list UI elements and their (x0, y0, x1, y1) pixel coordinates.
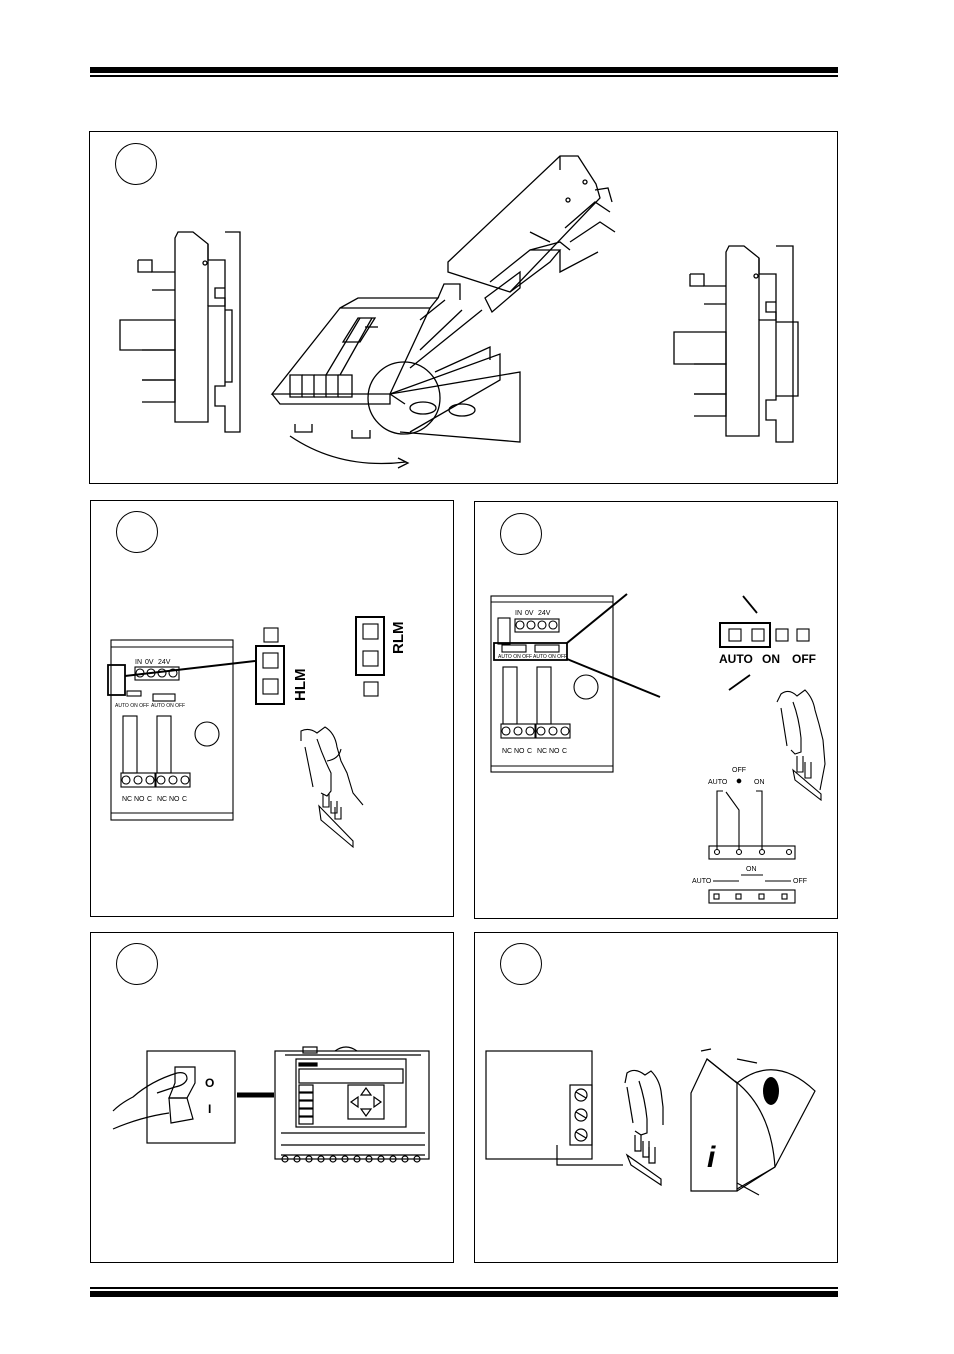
header-rule-thick (90, 67, 838, 73)
schematic-auto-label: AUTO (708, 779, 728, 786)
schematic-off-label: OFF (732, 767, 746, 774)
board-switch-caption: AUTO ON OFF (151, 703, 185, 709)
board-24v-label: 24V (538, 610, 551, 617)
schematic-off-label-bottom: OFF (793, 878, 807, 885)
footer-rule-thick (90, 1291, 838, 1297)
jumper-illustration: IN 0V 24V AUTO ON OFF AUTO ON OFF NC NO … (107, 616, 407, 849)
manual-illustration: i (485, 1048, 816, 1196)
off-label: OFF (792, 652, 816, 666)
board-switch-caption: AUTO ON OFF (115, 703, 149, 709)
switch-on-mark: I (208, 1102, 211, 1116)
contact-nc: NC (537, 748, 547, 755)
terminal-box (485, 1050, 593, 1160)
panel-auto-on-off: IN 0V 24V AUTO ON OFF AUTO ON OFF NC NO … (474, 501, 838, 919)
wall-switch (146, 1050, 236, 1144)
din-rail-illustration (119, 155, 799, 469)
contact-c: C (147, 796, 152, 803)
manual-eye-icon (690, 1048, 816, 1196)
hlm-label: HLM (292, 669, 309, 702)
schematic-on-label-bottom: ON (746, 866, 757, 873)
module-side-view-left (119, 231, 241, 433)
rail-perspective (270, 283, 521, 469)
board-24v-label: 24V (158, 659, 171, 666)
hand-jumper-icon (624, 1069, 664, 1187)
schematic-auto-label-bottom: AUTO (692, 878, 712, 885)
auto-on-frame (719, 622, 771, 648)
contact-c: C (182, 796, 187, 803)
contact-no: NO (134, 796, 145, 803)
panel-din-rail-mounting (89, 131, 838, 484)
info-icon: i (707, 1141, 716, 1174)
module-side-view-right (673, 245, 799, 443)
panel-power-on: O I (90, 932, 454, 1263)
board-switch-caption: AUTO ON OFF (533, 654, 567, 660)
contact-nc: NC (122, 796, 132, 803)
board-switch-caption: AUTO ON OFF (498, 654, 532, 660)
board-in-label: IN (135, 659, 142, 666)
header-rule-thin (90, 75, 838, 77)
auto-label: AUTO (719, 652, 753, 666)
contact-nc: NC (157, 796, 167, 803)
footer-rule-thin (90, 1287, 838, 1289)
switch-off-mark: O (205, 1076, 214, 1090)
controller-unit (274, 1046, 430, 1163)
relay-board (490, 595, 614, 773)
step-circle (500, 943, 542, 985)
hand-jumper-icon (300, 726, 364, 849)
step-circle (115, 143, 157, 185)
contact-no: NO (549, 748, 560, 755)
board-0v-label: 0V (145, 659, 154, 666)
step-circle (116, 943, 158, 985)
contact-c: C (527, 748, 532, 755)
module-tilting (447, 155, 616, 314)
panel-read-manual: i (474, 932, 838, 1263)
contact-c: C (562, 748, 567, 755)
hlm-jumper-frame (255, 645, 285, 705)
board-0v-label: 0V (525, 610, 534, 617)
hand-jumper-icon (776, 689, 826, 802)
board-in-label: IN (515, 610, 522, 617)
relay-board (110, 639, 234, 821)
contact-no: NO (169, 796, 180, 803)
panel-jumper-select: IN 0V 24V AUTO ON OFF AUTO ON OFF NC NO … (90, 500, 454, 917)
power-illustration: O I (112, 1046, 430, 1163)
switch-schematic (708, 778, 796, 904)
schematic-on-label: ON (754, 779, 765, 786)
rlm-jumper-frame (355, 616, 385, 676)
on-label: ON (762, 652, 780, 666)
contact-nc: NC (502, 748, 512, 755)
step-circle (116, 511, 158, 553)
step-circle (500, 513, 542, 555)
switch-illustration: IN 0V 24V AUTO ON OFF AUTO ON OFF NC NO … (490, 593, 826, 904)
rlm-label: RLM (390, 622, 407, 655)
contact-no: NO (514, 748, 525, 755)
